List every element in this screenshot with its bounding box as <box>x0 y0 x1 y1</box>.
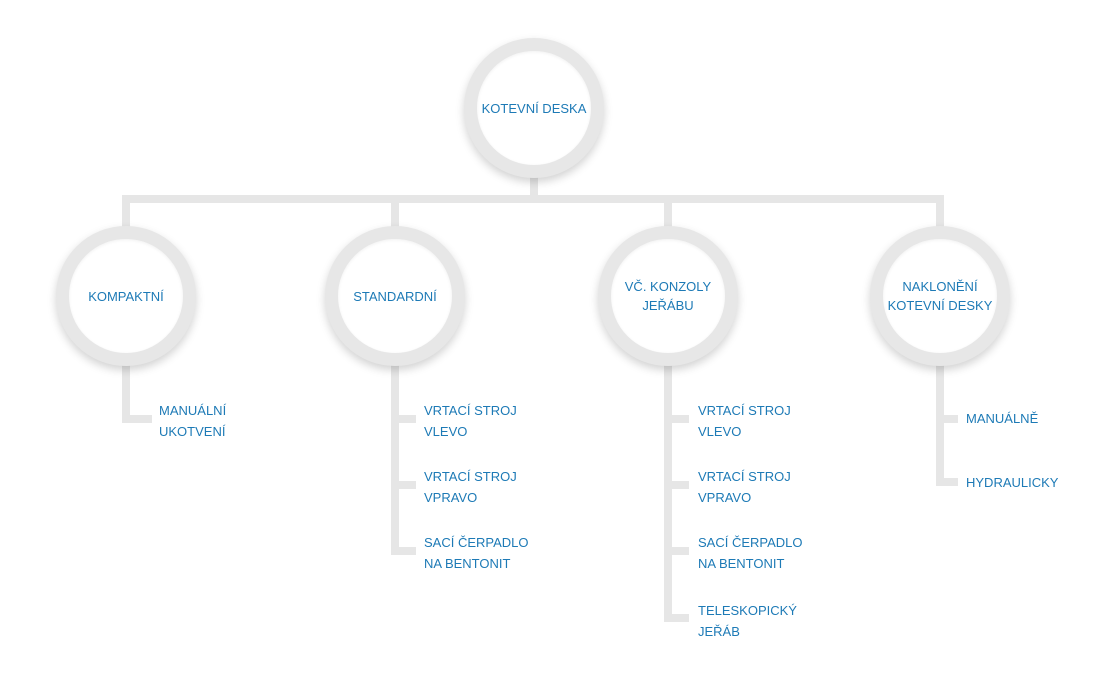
category-label: KOMPAKTNÍ <box>88 288 164 304</box>
tick-3-3 <box>664 547 689 555</box>
connector-horizontal-bus <box>122 195 944 203</box>
tick-3-2 <box>664 481 689 489</box>
category-label: VČ. KONZOLY JEŘÁBU <box>624 279 712 313</box>
tick-2-3 <box>391 547 416 555</box>
trunk-1 <box>122 360 130 423</box>
root-node: KOTEVNÍ DESKA <box>464 38 604 178</box>
connector-drop-4 <box>936 195 944 235</box>
connector-drop-3 <box>664 195 672 235</box>
leaf-item: SACÍ ČERPADLO NA BENTONIT <box>698 535 803 571</box>
leaf-item: MANUÁLNÍ UKOTVENÍ <box>159 403 227 439</box>
leaf-item: TELESKOPICKÝ JEŘÁB <box>698 603 797 639</box>
leaf-item: VRTACÍ STROJ VLEVO <box>424 403 517 439</box>
leaf-item: VRTACÍ STROJ VPRAVO <box>424 469 517 505</box>
connector-drop-1 <box>122 195 130 235</box>
connector-root-stem <box>530 176 538 200</box>
tick-1-1 <box>122 415 152 423</box>
leaf-item: SACÍ ČERPADLO NA BENTONIT <box>424 535 529 571</box>
tick-3-4 <box>664 614 689 622</box>
tick-4-1 <box>936 415 958 423</box>
category-node-nakloneni: NAKLONĚNÍ KOTEVNÍ DESKY <box>870 226 1010 366</box>
leaf-item: MANUÁLNĚ <box>966 411 1039 426</box>
category-label: STANDARDNÍ <box>353 288 437 304</box>
leaf-item: HYDRAULICKY <box>966 475 1059 490</box>
tick-2-2 <box>391 481 416 489</box>
category-node-kompaktni: KOMPAKTNÍ <box>56 226 196 366</box>
tick-4-2 <box>936 478 958 486</box>
category-label: NAKLONĚNÍ KOTEVNÍ DESKY <box>887 279 993 313</box>
tick-3-1 <box>664 415 689 423</box>
category-node-konzoly-jerabu: VČ. KONZOLY JEŘÁBU <box>598 226 738 366</box>
root-label: KOTEVNÍ DESKA <box>481 100 587 116</box>
trunk-3 <box>664 360 672 622</box>
leaf-item: VRTACÍ STROJ VLEVO <box>698 403 791 439</box>
trunk-4 <box>936 360 944 486</box>
tick-2-1 <box>391 415 416 423</box>
category-node-standardni: STANDARDNÍ <box>325 226 465 366</box>
leaf-item: VRTACÍ STROJ VPRAVO <box>698 469 791 505</box>
trunk-2 <box>391 360 399 555</box>
connector-drop-2 <box>391 195 399 235</box>
